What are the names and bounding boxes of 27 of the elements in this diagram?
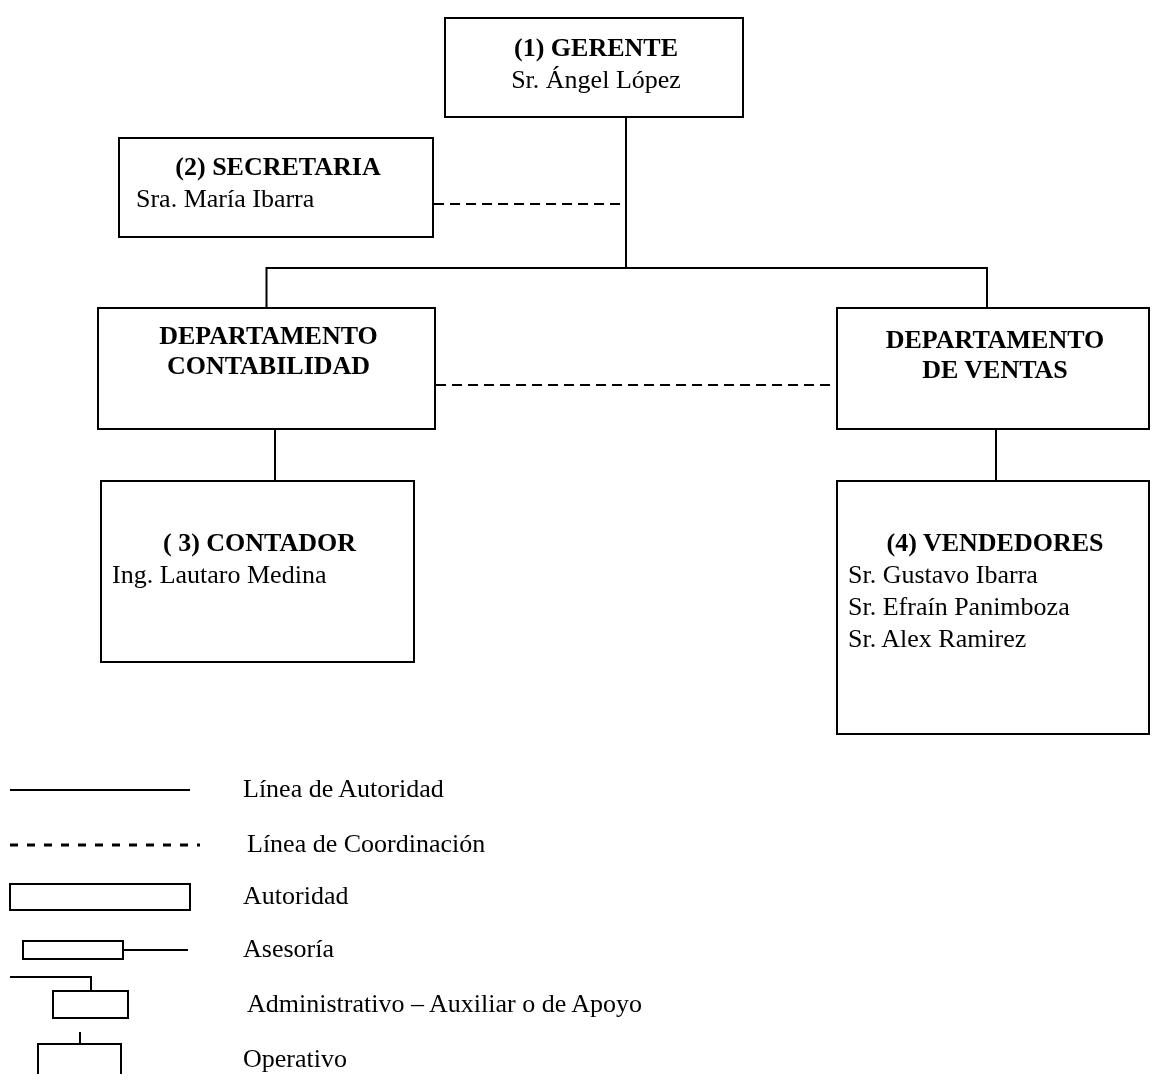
position-title: DEPARTAMENTO DE VENTAS bbox=[884, 325, 1106, 385]
connector-line bbox=[274, 429, 276, 481]
position-box bbox=[100, 480, 415, 663]
position-title: (2) SECRETARIA bbox=[174, 152, 382, 182]
person-name: Ing. Lautaro Medina bbox=[112, 560, 328, 590]
person-name: Sr. Efraín Panimboza bbox=[848, 592, 1071, 622]
position-title: (1) GERENTE bbox=[513, 33, 679, 63]
legend-label: Asesoría bbox=[243, 934, 334, 964]
person-name: Sr. Alex Ramirez bbox=[848, 624, 1028, 654]
position-title: ( 3) CONTADOR bbox=[161, 528, 358, 558]
dashed-connector bbox=[433, 117, 627, 205]
legend-label: Línea de Autoridad bbox=[243, 774, 444, 804]
position-box bbox=[836, 307, 1150, 430]
position-box bbox=[836, 480, 1150, 735]
connector-line bbox=[995, 429, 997, 481]
position-box bbox=[444, 17, 744, 118]
legend-label: Línea de Coordinación bbox=[247, 829, 486, 859]
person-name: Sr. Gustavo Ibarra bbox=[848, 560, 1039, 590]
person-name: Sra. María Ibarra bbox=[136, 184, 316, 214]
legend-label: Operativo bbox=[243, 1044, 347, 1074]
position-box bbox=[97, 307, 436, 430]
legend-label: Administrativo – Auxiliar o de Apoyo bbox=[247, 989, 643, 1019]
position-box bbox=[118, 137, 434, 238]
person-name: Sr. Ángel López bbox=[510, 65, 682, 95]
legend-label: Autoridad bbox=[243, 881, 349, 911]
position-title: (4) VENDEDORES bbox=[885, 528, 1105, 558]
position-title: DEPARTAMENTO CONTABILIDAD bbox=[158, 321, 379, 381]
